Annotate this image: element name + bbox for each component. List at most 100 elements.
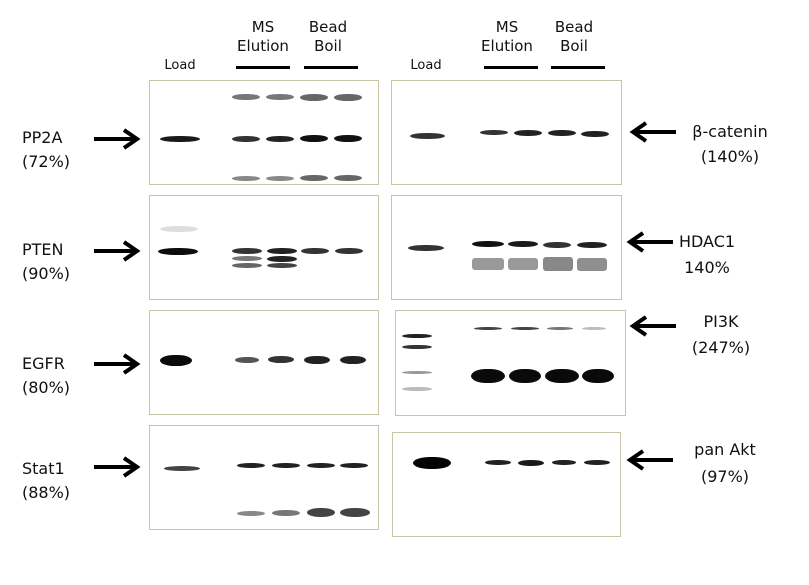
band (266, 136, 294, 142)
band (160, 226, 198, 232)
band (300, 94, 328, 101)
recovery-label-pi3k: (247%) (691, 338, 751, 357)
band (508, 241, 538, 247)
band (235, 357, 259, 363)
band (232, 256, 262, 261)
blot-pi3k (395, 310, 626, 416)
band (237, 463, 265, 468)
band (267, 256, 297, 262)
band (267, 248, 297, 254)
protein-label-stat1: Stat1 (22, 459, 65, 478)
arrow-right-icon (94, 128, 141, 150)
lane-header-bead-right-1: Bead (554, 18, 594, 36)
band (232, 176, 260, 181)
band (581, 131, 609, 137)
protein-label-pan-akt: pan Akt (694, 440, 756, 459)
protein-label-pp2a: PP2A (22, 128, 63, 147)
band (402, 334, 432, 338)
blot-hdac1 (391, 195, 622, 300)
band (307, 463, 335, 468)
protein-label-pi3k: PI3K (703, 312, 739, 331)
band (511, 327, 539, 330)
band (552, 460, 576, 465)
band (334, 94, 362, 101)
band (307, 508, 335, 517)
lane-header-load-left: Load (164, 58, 196, 73)
band (232, 136, 260, 142)
band (543, 257, 573, 271)
blot-pten (149, 195, 379, 300)
band (582, 327, 606, 330)
band (474, 327, 502, 330)
band (266, 94, 294, 100)
band (471, 369, 505, 383)
arrow-right-icon (94, 456, 141, 478)
bead-boil-bar-right (551, 66, 605, 69)
lane-header-bead-right-2: Boil (560, 37, 588, 55)
recovery-label-pp2a: (72%) (22, 152, 71, 171)
recovery-label-hdac1: 140% (684, 258, 730, 277)
recovery-label-stat1: (88%) (22, 483, 71, 502)
band (160, 136, 200, 142)
band (402, 345, 432, 349)
band (577, 242, 607, 248)
band (340, 508, 370, 517)
band (237, 511, 265, 516)
band (232, 263, 262, 268)
band (545, 369, 579, 383)
band (266, 176, 294, 181)
recovery-label-pan-akt: (97%) (700, 467, 750, 486)
band (272, 463, 300, 468)
lane-header-bead-left-1: Bead (308, 18, 348, 36)
band (268, 356, 294, 363)
blot-egfr (149, 310, 379, 415)
band (548, 130, 576, 136)
recovery-label-beta-catenin: (140%) (700, 147, 760, 166)
blot-pp2a (149, 80, 379, 185)
band (582, 369, 614, 383)
arrow-left-icon (626, 449, 673, 471)
protein-label-egfr: EGFR (22, 354, 65, 373)
band (164, 466, 200, 471)
arrow-right-icon (94, 353, 141, 375)
band (335, 248, 363, 254)
arrow-left-icon (629, 315, 676, 337)
band (402, 387, 432, 391)
band (300, 135, 328, 142)
band (232, 94, 260, 100)
band (547, 327, 573, 330)
recovery-label-egfr: (80%) (22, 378, 71, 397)
band (472, 258, 504, 270)
protein-label-hdac1: HDAC1 (678, 232, 736, 251)
band (408, 245, 444, 251)
protein-label-pten: PTEN (22, 240, 64, 259)
band (300, 175, 328, 181)
band (402, 371, 432, 374)
lane-header-load-right: Load (410, 58, 442, 73)
lane-header-ms-right-1: MS (495, 18, 519, 36)
band (301, 248, 329, 254)
band (410, 133, 445, 139)
band (232, 248, 262, 254)
band (509, 369, 541, 383)
blot-pan-akt (392, 432, 621, 537)
band (272, 510, 300, 516)
band (480, 130, 508, 135)
arrow-left-icon (626, 231, 673, 253)
bead-boil-bar-left (304, 66, 358, 69)
ms-elution-bar-left (236, 66, 290, 69)
lane-header-ms-left-1: MS (251, 18, 275, 36)
band (160, 355, 192, 366)
blot-stat1 (149, 425, 379, 530)
band (584, 460, 610, 465)
band (508, 258, 538, 270)
band (267, 263, 297, 268)
band (334, 175, 362, 181)
band (340, 463, 368, 468)
lane-header-ms-right-2: Elution (481, 37, 533, 55)
ms-elution-bar-right (484, 66, 538, 69)
arrow-left-icon (629, 121, 676, 143)
band (158, 248, 198, 255)
lane-header-ms-left-2: Elution (237, 37, 289, 55)
band (334, 135, 362, 142)
